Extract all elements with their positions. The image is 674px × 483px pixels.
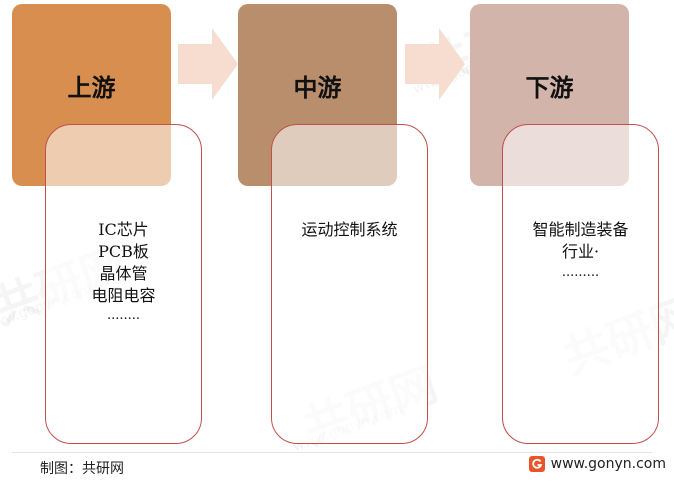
list-item: ........ bbox=[106, 308, 141, 323]
website-url: www.gonyn.com bbox=[550, 456, 666, 472]
credit-text: 制图：共研网 bbox=[40, 461, 124, 477]
list-item: ......... bbox=[561, 265, 600, 280]
list-item: 电阻电容 bbox=[91, 286, 156, 305]
list-item: IC芯片 bbox=[98, 220, 149, 239]
downstream-item-list: 智能制造装备 行业· ......... bbox=[503, 219, 658, 283]
footer-divider bbox=[12, 452, 652, 453]
upstream-item-list: IC芯片 PCB板 晶体管 电阻电容 ........ bbox=[46, 219, 201, 325]
stage-label-midstream: 中游 bbox=[293, 73, 342, 102]
right-arrow-icon bbox=[178, 28, 238, 100]
right-arrow-icon bbox=[405, 28, 465, 100]
list-item: 晶体管 bbox=[99, 264, 148, 283]
list-item: 智能制造装备 bbox=[532, 220, 629, 239]
downstream-card: 智能制造装备 行业· ......... bbox=[502, 124, 659, 444]
midstream-item-list: 运动控制系统 bbox=[272, 219, 427, 241]
upstream-card: IC芯片 PCB板 晶体管 电阻电容 ........ bbox=[45, 124, 202, 444]
list-item: 行业· bbox=[561, 242, 600, 261]
list-item: PCB板 bbox=[98, 242, 149, 261]
logo-icon bbox=[528, 456, 545, 472]
website-link[interactable]: www.gonyn.com bbox=[528, 456, 666, 472]
list-item: 运动控制系统 bbox=[301, 220, 398, 239]
stage-label-upstream: 上游 bbox=[67, 73, 116, 102]
stage-label-downstream: 下游 bbox=[525, 73, 574, 102]
midstream-card: 运动控制系统 bbox=[271, 124, 428, 444]
